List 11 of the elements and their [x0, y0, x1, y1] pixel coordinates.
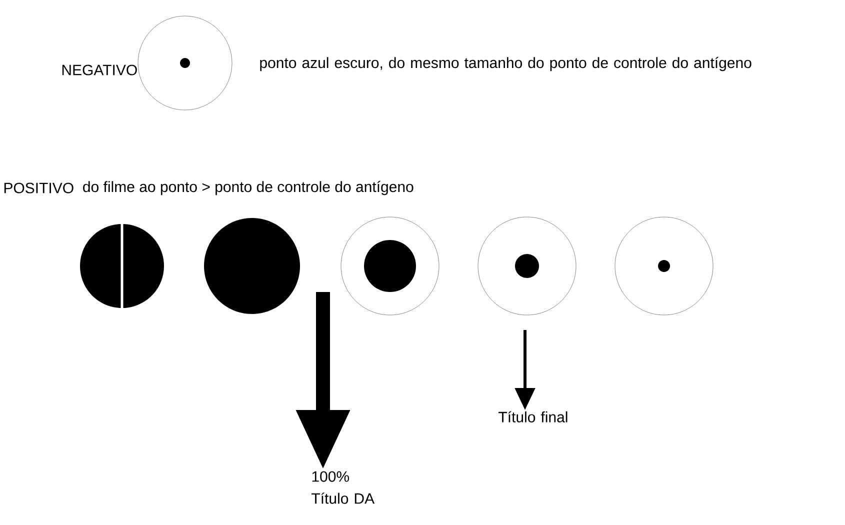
ring-dot-drawing	[478, 216, 576, 316]
ring-dot-drawing	[138, 16, 232, 110]
split-dot-drawing	[80, 223, 164, 309]
status-label: POSITIVO	[4, 182, 74, 194]
result-text: 100% Título DA	[312, 471, 375, 504]
result-text: Título final	[498, 411, 568, 422]
description-text: ponto azul escuro, do mesmo tamanho do ponto de controle do antígeno	[260, 56, 752, 72]
ring-dot-drawing	[614, 216, 714, 316]
ring-dot-drawing	[340, 216, 440, 316]
filled-dot	[204, 218, 300, 314]
description-text: do filme ao ponto > ponto de controle do antígeno	[83, 180, 414, 196]
